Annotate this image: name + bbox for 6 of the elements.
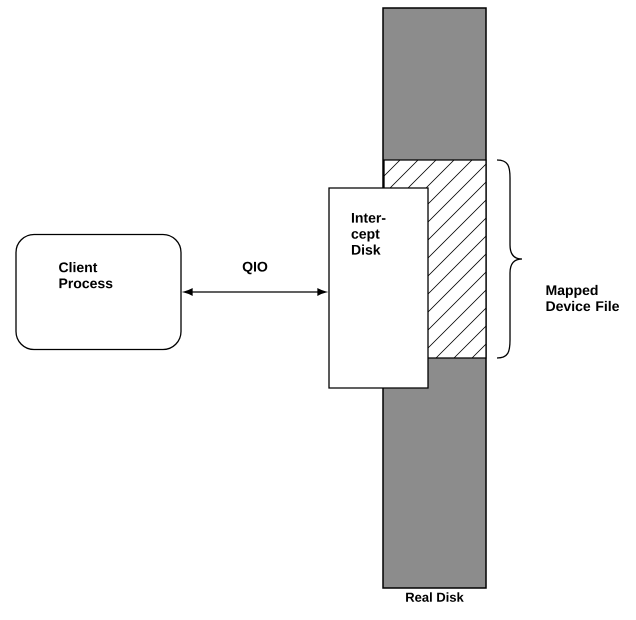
brace-label: Mapped Device File xyxy=(546,284,619,312)
edge-label: QIO xyxy=(242,262,268,274)
node-label: Real Disk xyxy=(406,592,464,602)
arrow xyxy=(184,288,326,296)
process-box: Client Process xyxy=(15,234,182,350)
intercept-box: Inter- cept Disk xyxy=(328,187,429,389)
